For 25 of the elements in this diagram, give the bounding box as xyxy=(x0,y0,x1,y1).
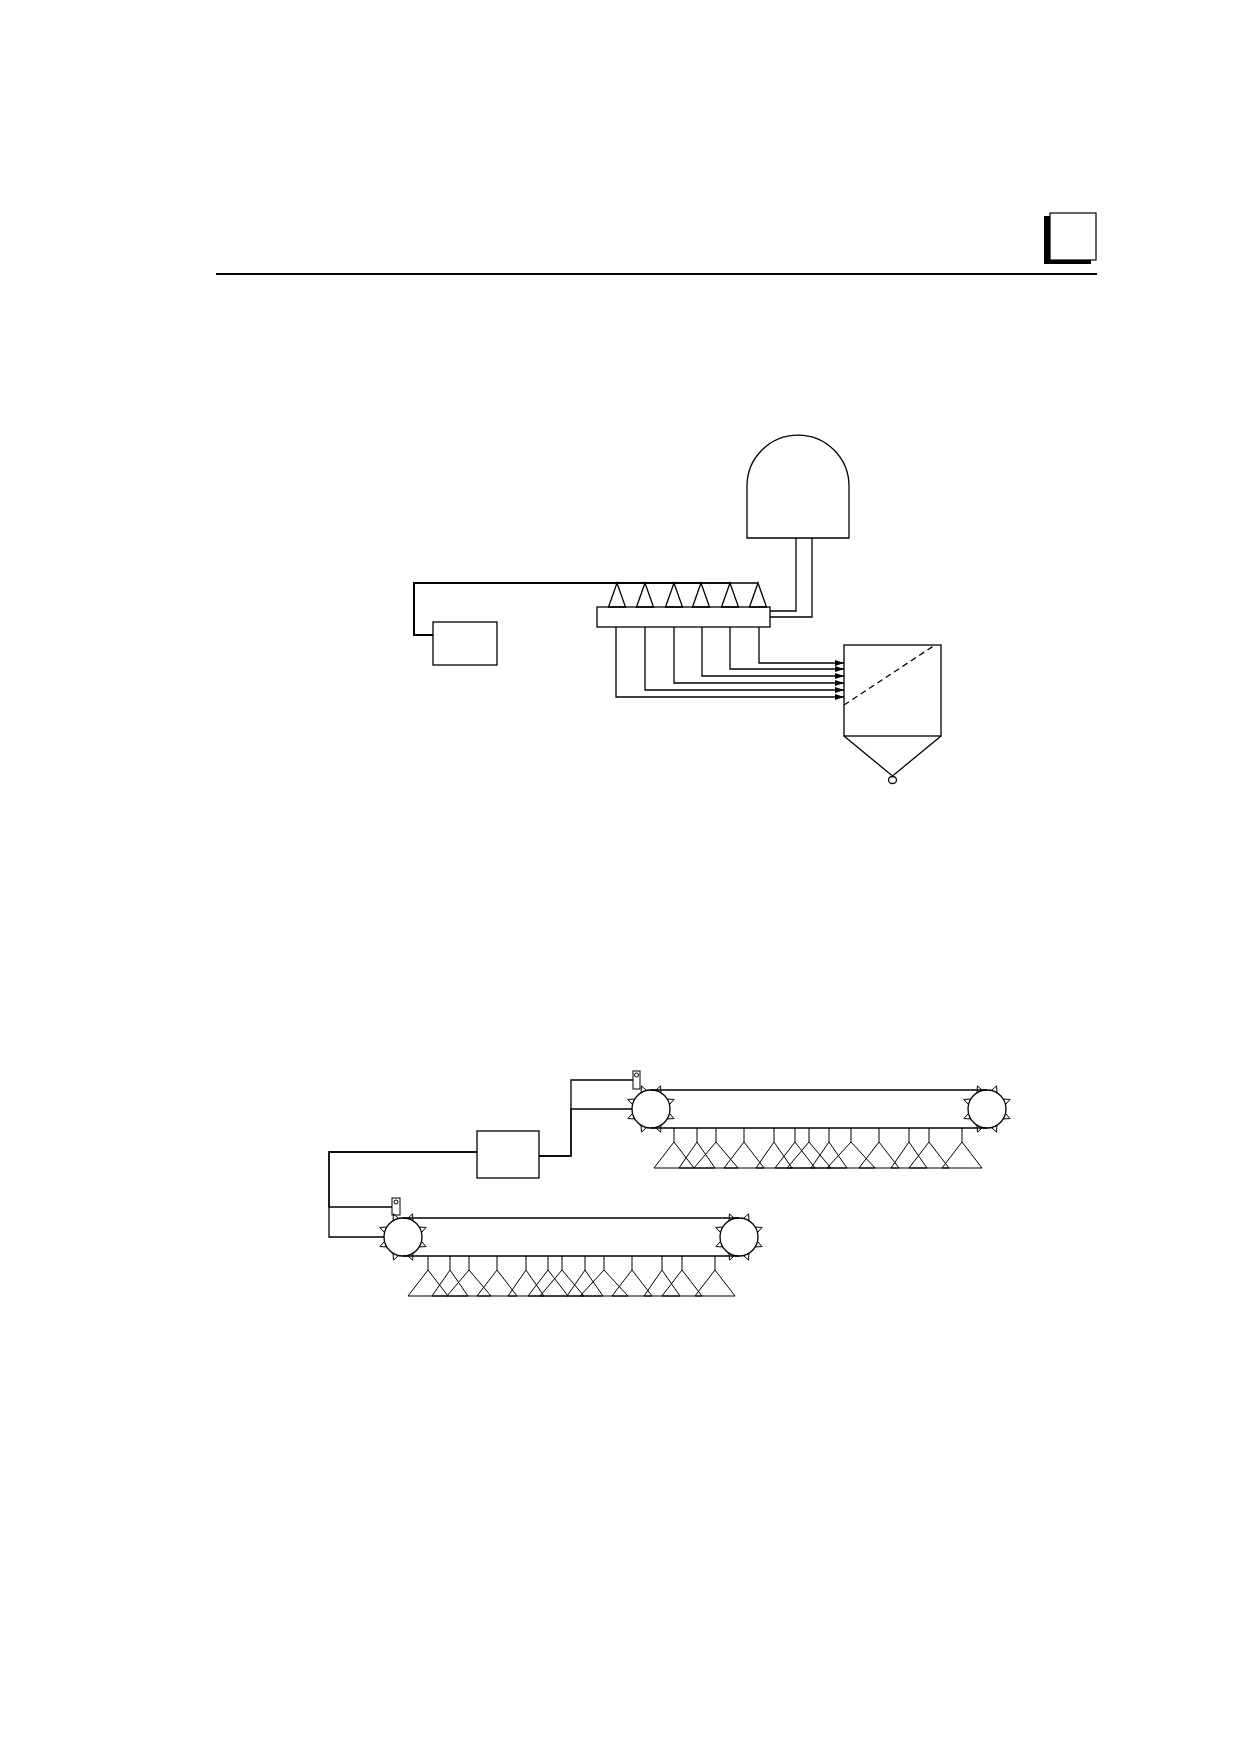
arrow xyxy=(673,626,845,686)
feeder-bar xyxy=(596,606,771,628)
feeder-triangle xyxy=(748,581,768,608)
arrow xyxy=(701,626,845,679)
sensor xyxy=(632,1070,641,1090)
control-box xyxy=(476,1130,540,1179)
connector-line xyxy=(769,537,813,618)
feeder-triangle xyxy=(720,581,740,608)
arrow xyxy=(615,626,845,700)
arrow xyxy=(758,626,845,666)
arrow xyxy=(729,626,845,672)
feeder-triangle xyxy=(664,581,684,608)
connector-line xyxy=(328,1151,478,1238)
mixing-hopper xyxy=(843,644,942,785)
feeder-triangle xyxy=(635,581,655,608)
arrow xyxy=(644,626,845,693)
feeder-triangle xyxy=(607,581,627,608)
connector-line xyxy=(769,537,797,612)
dome-silo xyxy=(746,434,850,539)
control-box xyxy=(432,621,498,666)
connector-line xyxy=(538,1108,633,1157)
feeder-triangle xyxy=(691,581,711,608)
belt-conveyor xyxy=(379,1213,763,1297)
sensor xyxy=(391,1197,401,1216)
belt-conveyor xyxy=(627,1085,1011,1169)
